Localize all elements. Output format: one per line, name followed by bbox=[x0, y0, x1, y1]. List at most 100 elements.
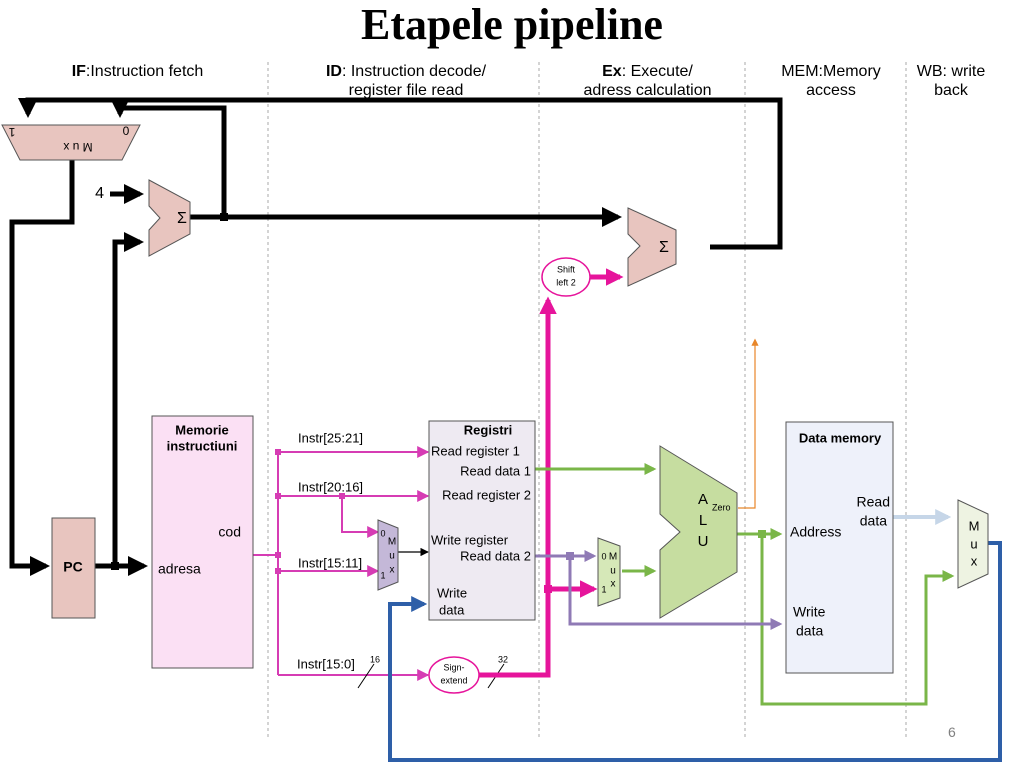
pc-mux-input-0-label: 0 bbox=[123, 124, 130, 138]
read-data-1-label: Read data 1 bbox=[460, 463, 531, 478]
stage-line1: :Instruction fetch bbox=[85, 63, 204, 80]
pc-mux-input-1-label: 1 bbox=[8, 125, 15, 139]
alu-source-mux: 0 M u x 1 bbox=[597, 537, 621, 607]
constant-4-label: 4 bbox=[95, 185, 104, 202]
sign-extend-line2: extend bbox=[440, 675, 467, 685]
alu-zero-label: Zero bbox=[712, 502, 731, 512]
read-data-2-to-write-data-wire bbox=[568, 556, 783, 630]
alu: A L U Zero bbox=[659, 445, 738, 619]
junction-dot bbox=[544, 585, 552, 593]
alu-mux-letter-u: u bbox=[610, 566, 616, 577]
pc-adder-sigma: Σ bbox=[177, 210, 187, 227]
wb-mux-letter-x: x bbox=[971, 553, 978, 568]
stage-line2: adress calculation bbox=[583, 82, 712, 99]
stage-line2: access bbox=[806, 82, 856, 99]
pc-to-adder-wire bbox=[112, 232, 144, 566]
reg-mux-input-1: 1 bbox=[380, 570, 385, 580]
write-data-label-line2: data bbox=[439, 602, 465, 617]
pc-mux-label: M u x bbox=[63, 140, 92, 154]
read-register-2-label: Read register 2 bbox=[442, 487, 531, 502]
junction-dot bbox=[275, 568, 281, 574]
branch-adder-shape bbox=[627, 207, 677, 287]
branch-target-wire bbox=[18, 97, 783, 250]
mux-to-pc-wire bbox=[9, 160, 75, 576]
field-label-15-11: Instr[15:11] bbox=[298, 555, 362, 570]
junction-dot bbox=[275, 552, 281, 558]
writeback-mux: M u x bbox=[957, 499, 989, 589]
read-register-1-label: Read register 1 bbox=[431, 443, 520, 458]
bus-tick bbox=[357, 663, 375, 689]
junction-dot bbox=[220, 213, 228, 221]
stage-line2: back bbox=[934, 82, 968, 99]
branch-adder: Σ bbox=[627, 207, 677, 287]
junction-dot bbox=[275, 493, 281, 499]
field-label-25-21: Instr[25:21] bbox=[298, 430, 363, 445]
pc-register: PC bbox=[51, 517, 96, 619]
slide-title: Etapele pipeline bbox=[361, 0, 663, 49]
bus-width-16: 16 bbox=[370, 654, 380, 664]
read-data-label-line1: Read bbox=[857, 494, 890, 510]
writeback-wire bbox=[388, 541, 1002, 762]
alu-shape bbox=[659, 445, 738, 619]
pc-register-shape bbox=[51, 517, 96, 619]
data-memory-title: Data memory bbox=[799, 430, 882, 445]
reg-mux-letter-m: M bbox=[388, 537, 396, 548]
alu-mux-input-0: 0 bbox=[601, 551, 606, 561]
field-label-15-0: Instr[15:0] bbox=[297, 656, 355, 671]
instr-20-16-to-mux-wire bbox=[341, 496, 380, 538]
shift-left-2: Shift left 2 bbox=[541, 257, 591, 297]
stage-label-ex: Ex: Execute/adress calculation bbox=[560, 62, 735, 100]
junction-dot bbox=[339, 493, 345, 499]
wb-mux-letter-u: u bbox=[970, 536, 977, 551]
pc-mux: 1 0 M u x bbox=[1, 124, 141, 161]
address-label: Address bbox=[790, 524, 841, 540]
field-label-20-16: Instr[20:16] bbox=[298, 479, 363, 494]
junction-dot bbox=[111, 562, 119, 570]
junction-dot bbox=[566, 552, 574, 560]
data-memory-shape bbox=[785, 421, 894, 674]
pc-adder: Σ bbox=[148, 179, 191, 257]
pc-plus4-to-mux-wire bbox=[110, 98, 227, 215]
branch-adder-sigma: Σ bbox=[659, 239, 669, 256]
sign-extend-shape bbox=[428, 656, 480, 694]
instruction-memory: Memorie instructiuni cod adresa bbox=[151, 415, 254, 669]
alu-result-bypass-wire bbox=[760, 534, 955, 706]
pc-label: PC bbox=[63, 559, 82, 575]
shift-left-2-shape bbox=[541, 257, 591, 297]
register-file: Registri Read register 1 Read data 1 Rea… bbox=[428, 420, 536, 621]
register-dest-mux: 0 M u x 1 bbox=[377, 519, 399, 591]
wb-mux-letter-m: M bbox=[969, 518, 980, 533]
stage-separators bbox=[267, 62, 907, 740]
instr-mem-input-label: adresa bbox=[158, 561, 201, 577]
mem-write-data-label-line1: Write bbox=[793, 604, 826, 620]
read-data-label-line2: data bbox=[860, 513, 887, 529]
reg-mux-input-0: 0 bbox=[380, 528, 385, 538]
instr-mem-title-line1: Memorie bbox=[175, 422, 228, 437]
page-number: 6 bbox=[948, 724, 956, 740]
bus-width-32: 32 bbox=[498, 654, 508, 664]
alu-zero-wire bbox=[738, 338, 759, 509]
reg-mux-letter-u: u bbox=[389, 551, 395, 562]
sign-extend: Sign- extend bbox=[428, 656, 480, 694]
register-file-shape bbox=[428, 420, 536, 621]
write-register-label: Write register bbox=[431, 532, 509, 547]
stage-line1: WB: write bbox=[916, 63, 986, 80]
read-data-2-label: Read data 2 bbox=[460, 548, 531, 563]
instr-mem-title-line2: instructiuni bbox=[167, 438, 238, 453]
mem-write-data-label-line2: data bbox=[796, 623, 823, 639]
stage-line1: : Instruction decode/ bbox=[341, 63, 487, 80]
stage-label-if: IF:Instruction fetch bbox=[45, 62, 230, 81]
register-file-title: Registri bbox=[464, 422, 512, 437]
instr-mem-output-label: cod bbox=[218, 524, 241, 540]
register-dest-mux-shape bbox=[377, 519, 399, 591]
writeback-mux-shape bbox=[957, 499, 989, 589]
alu-mux-input-1: 1 bbox=[601, 584, 606, 594]
data-memory: Data memory Address Read data Write data bbox=[785, 421, 894, 674]
junction-dot bbox=[275, 449, 281, 455]
shift-label-line2: left 2 bbox=[556, 277, 576, 287]
stage-line2: register file read bbox=[348, 82, 464, 99]
stage-label-wb: WB: write back bbox=[905, 62, 997, 100]
alu-letter-l: L bbox=[699, 512, 707, 529]
